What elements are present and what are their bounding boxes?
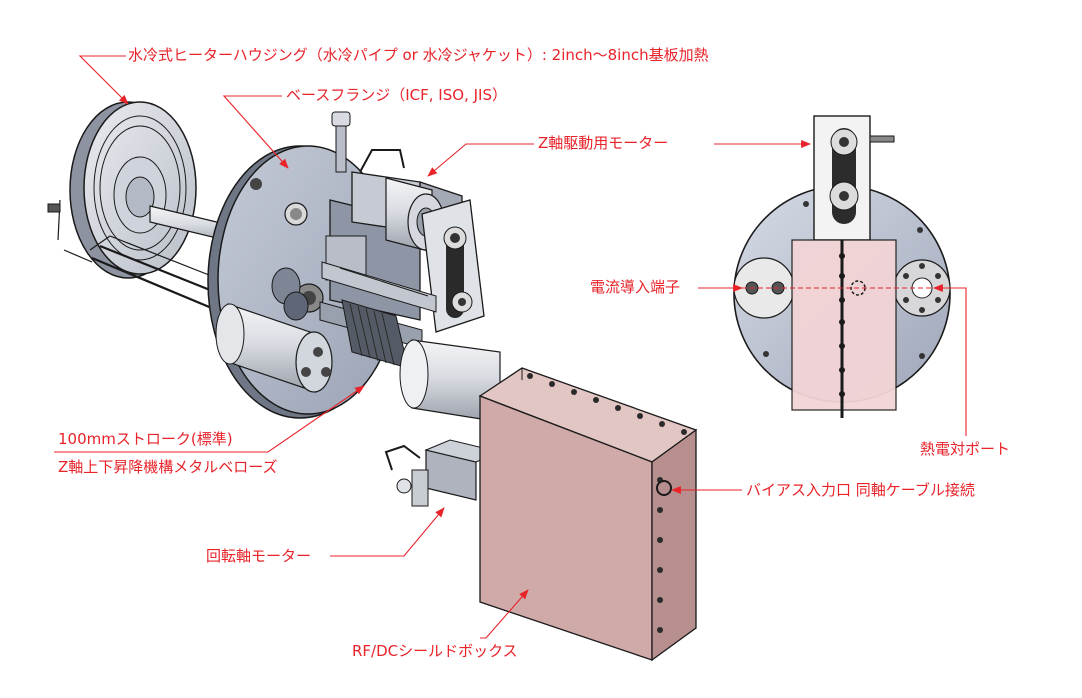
leader-heater-housing (78, 55, 129, 105)
leader-lines (54, 55, 967, 639)
leader-thermocouple-port (933, 284, 967, 436)
leader-z-motor (427, 143, 534, 177)
callout-current-terminal: 電流導入端子 (590, 278, 681, 296)
callout-stroke: 100mmストローク(標準) (58, 430, 233, 448)
shield-box (478, 367, 698, 662)
heater-housing-disk (47, 101, 197, 279)
front-view-motor-bracket (813, 115, 895, 241)
callout-base-flange: ベースフランジ（ICF, ISO, JIS） (286, 86, 507, 104)
callout-heater-housing: 水冷式ヒーターハウジング（水冷パイプ or 水冷ジャケット）: 2inch〜8i… (128, 46, 709, 64)
callout-bellows: Z軸上下昇降機構メタルベローズ (58, 458, 278, 476)
leader-base-flange (222, 95, 289, 169)
rotation-feedthrough-cylinder (215, 303, 333, 393)
bellows-housing (341, 299, 409, 369)
leader-shield-box (480, 589, 529, 639)
callout-thermocouple-port: 熱電対ポート (920, 440, 1011, 458)
thermocouple-feedthrough (331, 111, 405, 173)
callout-bias-input: バイアス入力口 同軸ケーブル接続 (746, 481, 975, 499)
leader-stroke-bellows (54, 385, 365, 453)
callout-z-motor: Z軸駆動用モーター (538, 134, 669, 152)
front-view-shield-panel (791, 239, 897, 418)
rotation-shaft-tube (399, 339, 501, 423)
current-feedthrough-flange (733, 257, 795, 319)
callout-rotation-motor: 回転軸モーター (206, 547, 312, 565)
z-drive-belt-plate (421, 199, 485, 333)
leader-rotation-motor (330, 507, 445, 557)
callout-shield-box: RF/DCシールドボックス (352, 642, 518, 660)
